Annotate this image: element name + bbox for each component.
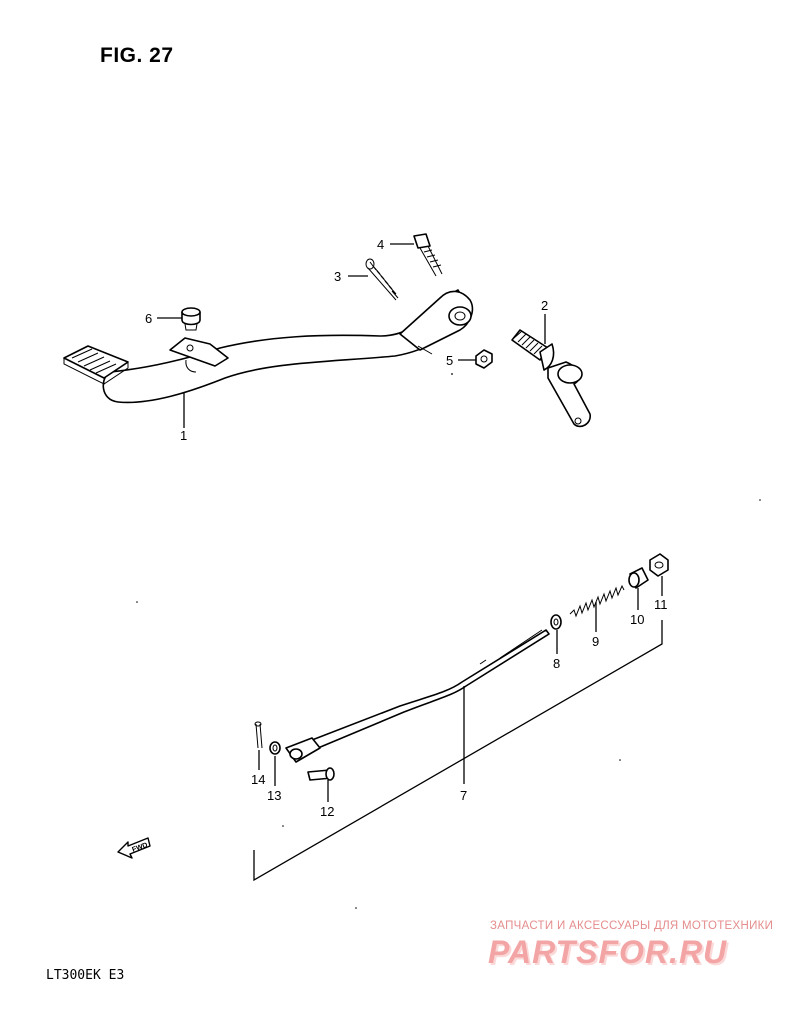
- bolt-part[interactable]: [413, 233, 443, 277]
- model-code: LT300EK E3: [46, 968, 125, 983]
- shaft-lever-part[interactable]: [511, 329, 591, 428]
- clevis-pin-part[interactable]: [307, 767, 335, 781]
- callout-3: 3: [334, 269, 341, 284]
- watermark-tagline: ЗАПЧАСТИ И АКСЕССУАРЫ ДЛЯ МОТОТЕХНИКИ: [490, 920, 774, 932]
- callout-2: 2: [541, 298, 548, 313]
- assembly-bracket-line: [253, 620, 663, 882]
- return-spring-part[interactable]: [569, 584, 625, 618]
- spring-part[interactable]: [365, 258, 399, 301]
- figure-title: FIG. 27: [100, 44, 174, 67]
- callout-4: 4: [377, 237, 384, 252]
- callout-9: 9: [592, 634, 599, 649]
- callout-5: 5: [446, 353, 453, 368]
- callout-10: 10: [630, 612, 644, 627]
- callout-7: 7: [460, 788, 467, 803]
- fwd-arrow-icon: FWD: [117, 837, 151, 859]
- clevis-part[interactable]: [285, 737, 321, 763]
- cotter-pin-part[interactable]: [254, 721, 263, 749]
- watermark-logo: PARTSFOR.RU: [488, 934, 728, 970]
- callout-1: 1: [180, 428, 187, 443]
- callout-8: 8: [553, 656, 560, 671]
- callout-6: 6: [145, 311, 152, 326]
- stopper-part[interactable]: [181, 307, 201, 331]
- adjuster-nut-part[interactable]: [649, 553, 669, 577]
- washer-small-part[interactable]: [269, 741, 281, 755]
- nut-part[interactable]: [475, 349, 493, 369]
- callout-13: 13: [267, 788, 281, 803]
- callout-12: 12: [320, 804, 334, 819]
- joint-part[interactable]: [628, 567, 649, 589]
- brake-rod-part[interactable]: [311, 629, 550, 749]
- washer-part[interactable]: [550, 614, 562, 630]
- callout-14: 14: [251, 772, 265, 787]
- callout-11: 11: [654, 597, 668, 612]
- brake-pedal-part[interactable]: [63, 289, 474, 404]
